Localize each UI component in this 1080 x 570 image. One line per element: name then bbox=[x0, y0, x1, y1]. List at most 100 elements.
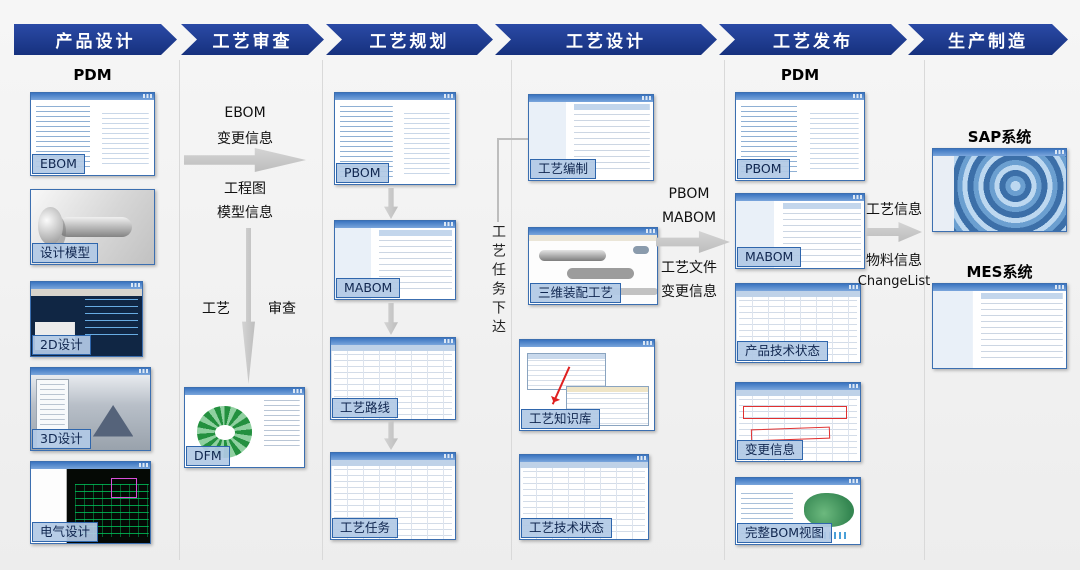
window-titlebar bbox=[933, 149, 1066, 156]
thumb-process-route: 工艺路线 bbox=[330, 337, 456, 420]
stage-banner-production: 生产制造 bbox=[908, 24, 1068, 55]
thumb-pbom-planning: PBOM bbox=[334, 92, 456, 185]
thumb-product-tech-state: 产品技术状态 bbox=[735, 283, 861, 363]
process-knowledge-base-label: 工艺知识库 bbox=[521, 409, 600, 429]
window-titlebar bbox=[31, 368, 150, 375]
task-release-connector bbox=[497, 138, 499, 222]
flow-text-mabom: MABOM bbox=[661, 210, 717, 226]
thumb-mabom-release: MABOM bbox=[735, 193, 865, 269]
pbom-release-label: PBOM bbox=[737, 159, 790, 179]
window-content bbox=[335, 228, 455, 299]
window-titlebar bbox=[736, 383, 860, 390]
window-content bbox=[31, 190, 154, 264]
review-text-left: 工艺 bbox=[202, 301, 230, 317]
flow-text-ebom: EBOM bbox=[224, 105, 266, 121]
stage-banner-process-design: 工艺设计 bbox=[495, 24, 717, 55]
flow-arrow-right-icon bbox=[866, 222, 922, 242]
flow-text-model-info: 模型信息 bbox=[217, 205, 273, 221]
thumb-3d-assembly-process: 三维装配工艺 bbox=[528, 227, 658, 305]
flow-arrow-right-icon bbox=[656, 231, 730, 253]
3d-assembly-process-label: 三维装配工艺 bbox=[530, 283, 622, 303]
flow-text-change-info: 变更信息 bbox=[217, 131, 273, 147]
column-divider bbox=[322, 60, 323, 560]
flow-text-change-info2: 变更信息 bbox=[661, 284, 717, 300]
window-titlebar bbox=[529, 95, 653, 102]
thumb-design-model: 设计模型 bbox=[30, 189, 155, 265]
window-titlebar bbox=[331, 453, 455, 460]
pdm-header-release: PDM bbox=[780, 66, 820, 84]
window-titlebar bbox=[185, 388, 304, 395]
stage-banner-process-planning: 工艺规划 bbox=[326, 24, 493, 55]
review-text-right: 审查 bbox=[268, 301, 296, 317]
window-titlebar bbox=[736, 478, 860, 485]
thumb-process-knowledge-base: 工艺知识库 bbox=[519, 339, 655, 431]
mes-header: MES系统 bbox=[966, 263, 1033, 281]
column-divider bbox=[511, 60, 512, 560]
ebom-label: EBOM bbox=[32, 154, 85, 174]
window-titlebar bbox=[520, 340, 654, 347]
stage-banner-product-design: 产品设计 bbox=[14, 24, 177, 55]
process-route-label: 工艺路线 bbox=[332, 398, 399, 418]
flow-arrow-down-icon bbox=[242, 228, 255, 384]
mabom-release-label: MABOM bbox=[737, 247, 802, 267]
window-titlebar bbox=[31, 282, 142, 289]
window-titlebar bbox=[31, 462, 150, 469]
window-titlebar bbox=[335, 221, 455, 228]
3d-design-label: 3D设计 bbox=[32, 429, 91, 449]
flow-text-pbom: PBOM bbox=[668, 186, 710, 202]
column-divider bbox=[924, 60, 925, 560]
task-release-connector bbox=[497, 138, 528, 140]
mabom-label: MABOM bbox=[336, 278, 401, 298]
flow-text-drawing: 工程图 bbox=[224, 181, 266, 197]
window-titlebar bbox=[736, 93, 864, 100]
thumb-process-tech-state: 工艺技术状态 bbox=[519, 454, 649, 540]
window-content bbox=[736, 390, 860, 461]
process-tech-state-label: 工艺技术状态 bbox=[521, 518, 613, 538]
window-titlebar bbox=[933, 284, 1066, 291]
window-content bbox=[933, 291, 1066, 368]
window-titlebar bbox=[736, 194, 864, 201]
thumb-2d-design: 2D设计 bbox=[30, 281, 143, 357]
change-info-label: 变更信息 bbox=[737, 440, 804, 460]
thumb-ebom: EBOM bbox=[30, 92, 155, 176]
flow-arrow-right-icon bbox=[184, 148, 306, 172]
thumb-pbom-release: PBOM bbox=[735, 92, 865, 181]
thumb-sap-system bbox=[932, 148, 1067, 232]
product-tech-state-label: 产品技术状态 bbox=[737, 341, 829, 361]
column-divider bbox=[724, 60, 725, 560]
thumb-electrical-design: 电气设计 bbox=[30, 461, 151, 544]
complete-bom-view-label: 完整BOM视图 bbox=[737, 523, 832, 543]
stage-banner-process-review: 工艺审查 bbox=[181, 24, 324, 55]
thumb-mabom-planning: MABOM bbox=[334, 220, 456, 300]
window-titlebar bbox=[520, 455, 648, 462]
pdm-header-design: PDM bbox=[73, 66, 112, 84]
flow-text-changelist: ChangeList bbox=[857, 274, 931, 289]
thumb-change-info: 变更信息 bbox=[735, 382, 861, 462]
dfm-label: DFM bbox=[186, 446, 230, 466]
process-task-label: 工艺任务 bbox=[332, 518, 399, 538]
flow-arrow-down-icon bbox=[384, 421, 398, 450]
thumb-3d-design: 3D设计 bbox=[30, 367, 151, 451]
window-titlebar bbox=[331, 338, 455, 345]
sap-header: SAP系统 bbox=[967, 128, 1032, 146]
thumb-dfm: DFM bbox=[184, 387, 305, 468]
pbom-label: PBOM bbox=[336, 163, 389, 183]
thumb-mes-system bbox=[932, 283, 1067, 369]
flow-text-process-info: 工艺信息 bbox=[866, 202, 922, 218]
process-authoring-label: 工艺编制 bbox=[530, 159, 597, 179]
thumb-process-task: 工艺任务 bbox=[330, 452, 456, 540]
window-titlebar bbox=[31, 93, 154, 100]
window-content bbox=[933, 156, 1066, 231]
flow-arrow-down-icon bbox=[384, 188, 398, 219]
thumb-process-authoring: 工艺编制 bbox=[528, 94, 654, 181]
window-titlebar bbox=[529, 228, 657, 235]
flow-text-process-files: 工艺文件 bbox=[661, 260, 717, 276]
column-divider bbox=[179, 60, 180, 560]
flow-text-material-info: 物料信息 bbox=[866, 253, 922, 269]
electrical-design-label: 电气设计 bbox=[32, 522, 99, 542]
design-model-label: 设计模型 bbox=[32, 243, 99, 263]
window-titlebar bbox=[335, 93, 455, 100]
stage-banner-process-release: 工艺发布 bbox=[719, 24, 907, 55]
thumb-complete-bom-view: 完整BOM视图 bbox=[735, 477, 861, 545]
